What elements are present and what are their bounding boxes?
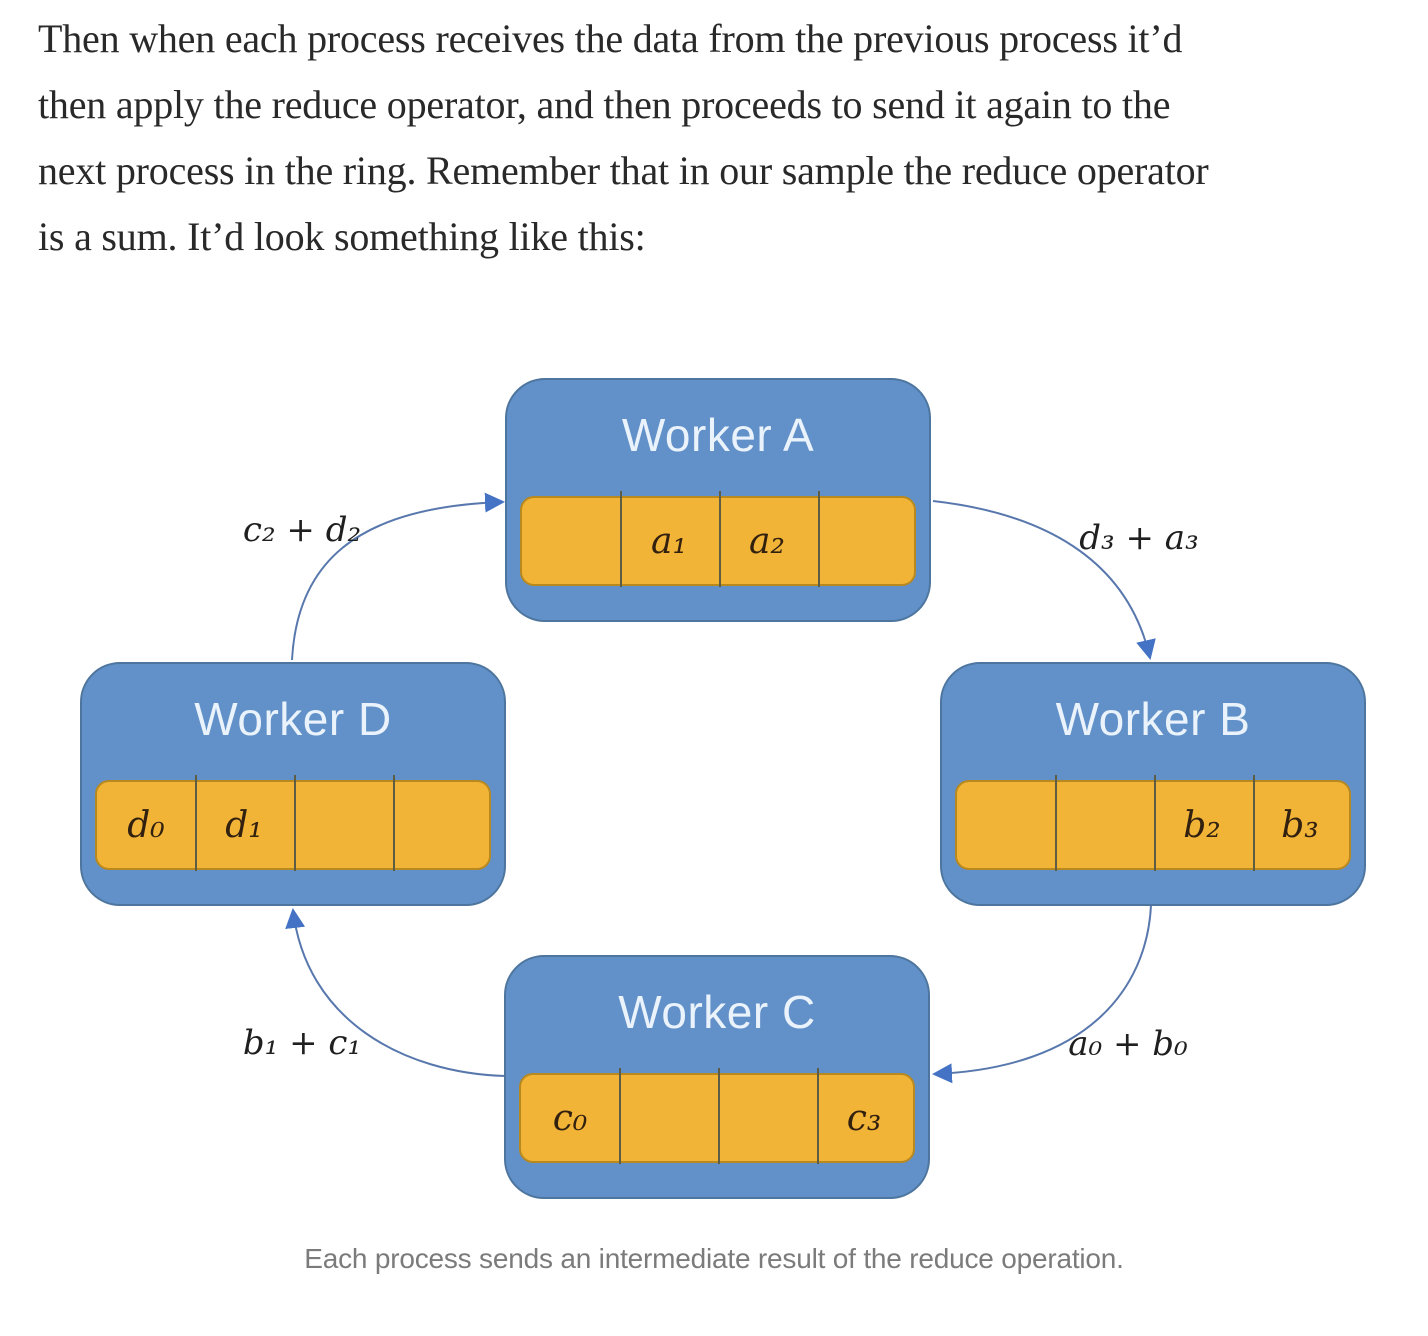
- worker-c-title: Worker C: [618, 986, 816, 1038]
- worker-a-cell-2: a₂: [749, 520, 785, 562]
- cell-divider: [1154, 775, 1156, 871]
- article-paragraph: Then when each process receives the data…: [38, 6, 1390, 270]
- worker-b-cell-1: [1055, 782, 1153, 868]
- edge-label-a-to-b: d₃ + a₃: [1079, 518, 1199, 558]
- worker-d-title: Worker D: [194, 693, 392, 745]
- worker-a-cell-0: [522, 498, 620, 584]
- worker-a-cell-3: [816, 498, 914, 584]
- paragraph-line: is a sum. It’d look something like this:: [38, 214, 646, 259]
- worker-c-data-bar: c₀ c₃: [519, 1073, 915, 1163]
- worker-a-box: Worker A a₁ a₂: [505, 378, 931, 622]
- cell-divider: [719, 491, 721, 587]
- figure-caption: Each process sends an intermediate resul…: [304, 1243, 1124, 1274]
- cell-divider: [620, 491, 622, 587]
- worker-b-cell-2: b₂: [1183, 804, 1221, 846]
- cell-divider: [294, 775, 296, 871]
- worker-c-cell-3: c₃: [846, 1097, 882, 1139]
- worker-b-cell-3: b₃: [1281, 804, 1319, 846]
- worker-b-box: Worker B b₂ b₃: [940, 662, 1366, 906]
- worker-d-cell-0: d₀: [127, 804, 165, 846]
- worker-c-box: Worker C c₀ c₃: [504, 955, 930, 1199]
- paragraph-line: next process in the ring. Remember that …: [38, 148, 1209, 193]
- edge-label-b-to-c: a₀ + b₀: [1068, 1024, 1188, 1064]
- cell-divider: [1253, 775, 1255, 871]
- edge-label-c-to-d: b₁ + c₁: [242, 1023, 362, 1063]
- worker-a-title: Worker A: [621, 409, 815, 461]
- edge-label-d-to-a: c₂ + d₂: [242, 510, 362, 550]
- cell-divider: [818, 491, 820, 587]
- paragraph-line: Then when each process receives the data…: [38, 16, 1183, 61]
- worker-c-cell-0: c₀: [552, 1097, 588, 1139]
- paragraph-line: then apply the reduce operator, and then…: [38, 82, 1171, 127]
- worker-a-cell-1: a₁: [651, 520, 687, 562]
- cell-divider: [718, 1068, 720, 1164]
- worker-d-cell-3: [391, 782, 489, 868]
- worker-d-cell-1: d₁: [225, 804, 263, 846]
- cell-divider: [817, 1068, 819, 1164]
- worker-d-cell-2: [293, 782, 391, 868]
- worker-d-box: Worker D d₀ d₁: [80, 662, 506, 906]
- worker-b-cell-0: [957, 782, 1055, 868]
- worker-c-cell-2: [717, 1075, 815, 1161]
- worker-b-data-bar: b₂ b₃: [955, 780, 1351, 870]
- cell-divider: [393, 775, 395, 871]
- worker-c-cell-1: [619, 1075, 717, 1161]
- cell-divider: [619, 1068, 621, 1164]
- worker-a-data-bar: a₁ a₂: [520, 496, 916, 586]
- worker-b-title: Worker B: [1055, 693, 1251, 745]
- worker-d-data-bar: d₀ d₁: [95, 780, 491, 870]
- cell-divider: [195, 775, 197, 871]
- cell-divider: [1055, 775, 1057, 871]
